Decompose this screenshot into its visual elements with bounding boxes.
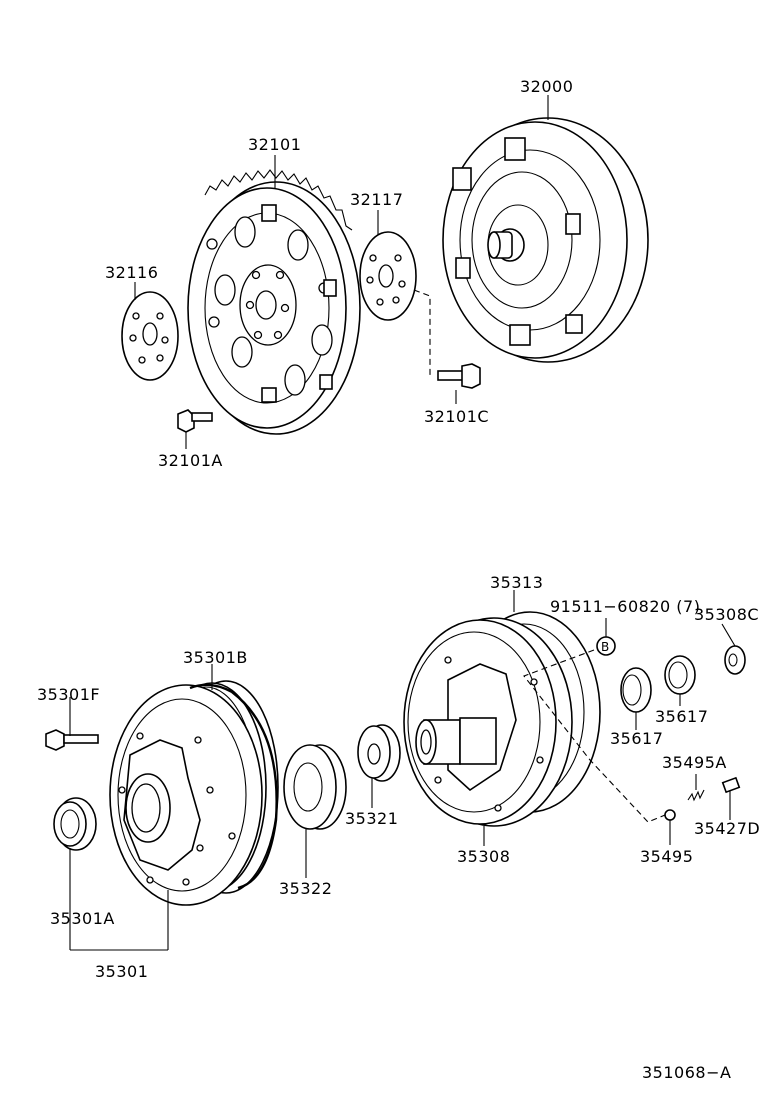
label-91511: 91511−60820 (7): [550, 597, 700, 616]
driven-gear-35322: [283, 744, 347, 830]
label-35617-a: 35617: [655, 707, 708, 726]
o-ring-35301b: [189, 683, 278, 890]
bushing-35617-b: [664, 655, 696, 695]
spring-35495a: [687, 789, 705, 802]
label-35427d: 35427D: [694, 819, 760, 838]
label-32116: 32116: [105, 263, 158, 282]
bolt-32101c: [437, 363, 481, 389]
b-marker-letter: B: [601, 640, 610, 654]
label-35322: 35322: [279, 879, 332, 898]
label-35301b: 35301B: [183, 648, 248, 667]
oil-seal-35301a: [53, 797, 97, 851]
bushing-35617-a: [620, 667, 652, 713]
spacer-32116: [121, 291, 179, 381]
oil-pump-body-35301: [109, 680, 279, 906]
spacer-32117: [359, 231, 417, 321]
drive-plate-32101: [187, 169, 361, 435]
label-35313: 35313: [490, 573, 543, 592]
label-32117: 32117: [350, 190, 403, 209]
label-35301f: 35301F: [37, 685, 100, 704]
label-35308c: 35308C: [694, 605, 759, 624]
plug-35427d: [721, 776, 741, 794]
plug-35308c: [724, 645, 746, 675]
torque-converter-32000: [442, 117, 649, 363]
label-35495a: 35495A: [662, 753, 727, 772]
drive-gear-35321: [357, 724, 401, 782]
stator-shaft-35308: [403, 617, 573, 827]
leader-lines-top: [134, 95, 549, 449]
bolt-35301f: [45, 729, 99, 751]
label-32000: 32000: [520, 77, 573, 96]
label-35301: 35301: [95, 962, 148, 981]
label-35617-b: 35617: [610, 729, 663, 748]
label-35495: 35495: [640, 847, 693, 866]
label-35321: 35321: [345, 809, 398, 828]
part-labels: 32000 32101 32117 32116 32101C 32101A 35…: [37, 77, 760, 1082]
label-32101c: 32101C: [424, 407, 489, 426]
label-32101: 32101: [248, 135, 301, 154]
label-35308: 35308: [457, 847, 510, 866]
diagram-id: 351068−A: [642, 1063, 731, 1082]
leader-lines-bottom: [69, 590, 736, 951]
bolt-32101a: [177, 409, 213, 433]
label-35301a: 35301A: [50, 909, 115, 928]
ball-35495: [664, 809, 676, 821]
label-32101a: 32101A: [158, 451, 223, 470]
